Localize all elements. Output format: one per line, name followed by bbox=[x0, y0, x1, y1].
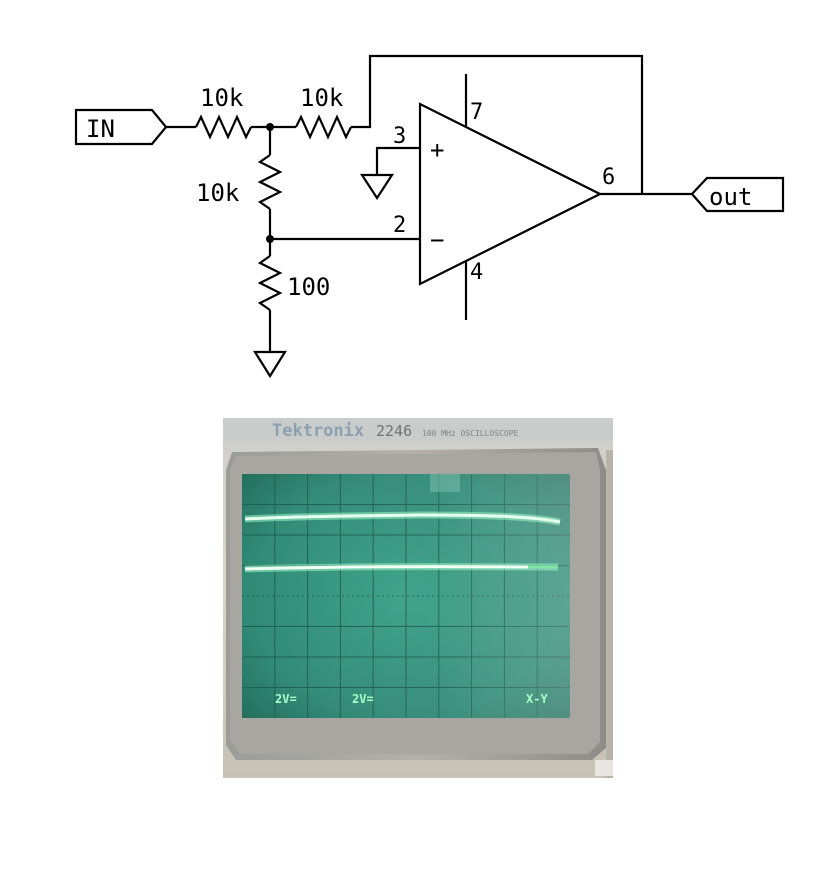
scope-corner-highlight bbox=[595, 760, 613, 776]
resistor-ground bbox=[257, 255, 283, 311]
r-feedback-value: 10k bbox=[300, 84, 344, 112]
scope-top-strip bbox=[223, 418, 613, 442]
mode-readout: X-Y bbox=[526, 692, 548, 706]
pin-minus-number: 2 bbox=[393, 213, 406, 238]
oscilloscope-photo: Tektronix 2246 100 MHz OSCILLOSCOPE 2V= … bbox=[223, 418, 613, 778]
scope-subtitle: 100 MHz OSCILLOSCOPE bbox=[422, 429, 519, 438]
r-ground-value: 100 bbox=[287, 273, 330, 301]
trace-lower bbox=[244, 565, 529, 571]
opamp-triangle bbox=[418, 102, 603, 286]
output-port bbox=[690, 176, 785, 213]
plus-sign: + bbox=[430, 136, 444, 164]
pin-vneg-number: 4 bbox=[470, 260, 483, 285]
output-label: out bbox=[709, 183, 752, 211]
pin-out-number: 6 bbox=[602, 165, 615, 190]
screen-glare bbox=[242, 474, 570, 718]
ch2-readout: 2V= bbox=[352, 692, 374, 706]
scope-model: 2246 bbox=[376, 422, 412, 440]
wire-feedback-loop bbox=[351, 54, 644, 194]
input-port bbox=[74, 108, 168, 146]
ground-symbol-bottom bbox=[253, 350, 287, 379]
resistor-feedback bbox=[295, 114, 352, 140]
pin-vpos-number: 7 bbox=[470, 100, 483, 125]
ground-symbol-plus bbox=[359, 173, 395, 201]
resistor-input bbox=[195, 114, 252, 140]
r-input-value: 10k bbox=[200, 84, 244, 112]
resistor-tee bbox=[257, 154, 283, 210]
pin-plus-number: 3 bbox=[393, 124, 406, 149]
trace-upper bbox=[244, 513, 561, 524]
scope-brand: Tektronix bbox=[272, 421, 364, 441]
ch1-readout: 2V= bbox=[275, 692, 297, 706]
wire-noninverting-input bbox=[375, 146, 420, 175]
r-tee-value: 10k bbox=[196, 179, 240, 207]
input-label: IN bbox=[86, 115, 115, 143]
minus-sign: − bbox=[430, 226, 444, 254]
scope-side-edge bbox=[606, 450, 613, 778]
screen-reflection bbox=[430, 474, 460, 492]
